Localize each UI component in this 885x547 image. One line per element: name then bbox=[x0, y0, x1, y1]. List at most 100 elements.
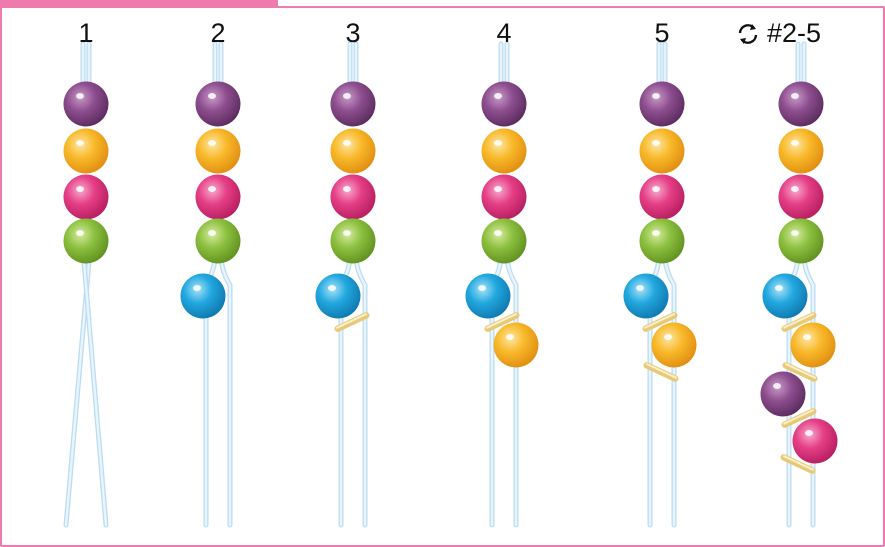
col2-bead-pink bbox=[195, 174, 241, 220]
step-5-label: 5 bbox=[654, 18, 670, 48]
col5-bead-green bbox=[639, 218, 685, 264]
col6-bead-yellow bbox=[778, 128, 824, 174]
repeat-label: #2-5 bbox=[735, 18, 821, 49]
col2-bead-purple-shine bbox=[208, 93, 216, 99]
col4-bead-yellow-body bbox=[481, 128, 527, 174]
col2-bead-yellow-shine bbox=[208, 140, 216, 146]
col6-bead-pink-shine bbox=[805, 430, 813, 436]
col5-bead-pink-body bbox=[639, 174, 685, 220]
col5-bead-yellow bbox=[639, 128, 685, 174]
col1-bead-green-body bbox=[63, 218, 109, 264]
col3-bead-blue-body bbox=[315, 273, 361, 319]
col6-spacer-1-shine bbox=[782, 313, 814, 329]
col3-bead-green bbox=[330, 218, 376, 264]
col3-bead-pink-body bbox=[330, 174, 376, 220]
col5-bead-blue bbox=[623, 273, 669, 319]
col4-spacer-1-shine bbox=[485, 313, 517, 329]
col4-bead-green bbox=[481, 218, 527, 264]
col6-bead-green-shine bbox=[791, 230, 799, 236]
col6-bead-purple-body bbox=[778, 81, 824, 127]
col4-bead-yellow bbox=[493, 322, 539, 368]
col6-bead-purple-shine bbox=[791, 93, 799, 99]
col5-bead-green-shine bbox=[652, 230, 660, 236]
col2-bead-blue bbox=[180, 273, 226, 319]
col4-bead-purple bbox=[481, 81, 527, 127]
col4-bead-yellow bbox=[481, 128, 527, 174]
step-2-label: 2 bbox=[210, 18, 226, 48]
col6-bead-yellow-shine bbox=[803, 334, 811, 340]
col5-bead-yellow-shine bbox=[664, 334, 672, 340]
col3-bead-purple-body bbox=[330, 81, 376, 127]
col6-bead-purple-body bbox=[760, 371, 806, 417]
col6-spacer-3 bbox=[781, 408, 817, 428]
col5-bead-yellow bbox=[651, 322, 697, 368]
col1-bead-green bbox=[63, 218, 109, 264]
col2-bead-blue-shine bbox=[193, 285, 201, 291]
col4-bead-green-body bbox=[481, 218, 527, 264]
col2-bead-yellow-body bbox=[195, 128, 241, 174]
col3-bead-yellow bbox=[330, 128, 376, 174]
col5-bead-yellow-body bbox=[639, 128, 685, 174]
col6-bead-purple bbox=[778, 81, 824, 127]
col5-bead-purple-shine bbox=[652, 93, 660, 99]
col1-bead-pink bbox=[63, 174, 109, 220]
col6-bead-pink-shine bbox=[791, 186, 799, 192]
col5-bead-yellow-shine bbox=[652, 140, 660, 146]
col4-bead-blue bbox=[465, 273, 511, 319]
col6-bead-green bbox=[778, 218, 824, 264]
col3-bead-purple bbox=[330, 81, 376, 127]
col6-spacer-2 bbox=[782, 362, 818, 382]
col1-cord-right-highlight bbox=[81, 248, 108, 527]
col5-bead-pink bbox=[639, 174, 685, 220]
col4-bead-pink bbox=[481, 174, 527, 220]
col4-bead-yellow-shine bbox=[494, 140, 502, 146]
col4-bead-purple-shine bbox=[494, 93, 502, 99]
col6-bead-yellow bbox=[790, 322, 836, 368]
repeat-cycle-icon bbox=[738, 23, 758, 44]
col2-bead-pink-body bbox=[195, 174, 241, 220]
col3-spacer-1-shine bbox=[335, 313, 367, 329]
col3-bead-blue bbox=[315, 273, 361, 319]
col6-bead-yellow-body bbox=[778, 128, 824, 174]
col6-spacer-4-shine bbox=[783, 455, 815, 471]
col5-spacer-2 bbox=[643, 362, 679, 382]
step-3-label: 3 bbox=[345, 18, 361, 48]
col6-spacer-2-shine bbox=[785, 363, 817, 379]
col6-bead-pink-body bbox=[792, 418, 838, 464]
diagram-frame bbox=[0, 6, 885, 547]
col5-bead-yellow-body bbox=[651, 322, 697, 368]
col2-bead-blue-body bbox=[180, 273, 226, 319]
col6-bead-purple-shine bbox=[773, 383, 781, 389]
col5-bead-pink-shine bbox=[652, 186, 660, 192]
col6-spacer-3-shine bbox=[782, 409, 814, 425]
col5-bead-green-body bbox=[639, 218, 685, 264]
col4-bead-green-shine bbox=[494, 230, 502, 236]
col3-bead-pink bbox=[330, 174, 376, 220]
col3-bead-pink-shine bbox=[343, 186, 351, 192]
col6-bead-purple bbox=[760, 371, 806, 417]
col5-spacer-1-shine bbox=[643, 313, 675, 329]
col4-bead-purple-body bbox=[481, 81, 527, 127]
col2-bead-green-body bbox=[195, 218, 241, 264]
col1-bead-green-shine bbox=[76, 230, 84, 236]
col1-bead-yellow bbox=[63, 128, 109, 174]
col4-bead-blue-body bbox=[465, 273, 511, 319]
col2-bead-pink-shine bbox=[208, 186, 216, 192]
col5-bead-purple-body bbox=[639, 81, 685, 127]
col1-bead-pink-shine bbox=[76, 186, 84, 192]
col3-bead-blue-shine bbox=[328, 285, 336, 291]
col2-bead-green-shine bbox=[208, 230, 216, 236]
col6-bead-yellow-shine bbox=[791, 140, 799, 146]
header-tab bbox=[0, 0, 278, 8]
col6-bead-pink bbox=[792, 418, 838, 464]
col4-bead-pink-shine bbox=[494, 186, 502, 192]
step-4-label: 4 bbox=[496, 18, 512, 48]
col1-bead-purple bbox=[63, 81, 109, 127]
col1-bead-purple-body bbox=[63, 81, 109, 127]
col6-bead-green-body bbox=[778, 218, 824, 264]
col5-bead-purple bbox=[639, 81, 685, 127]
col3-bead-green-body bbox=[330, 218, 376, 264]
col1-bead-yellow-body bbox=[63, 128, 109, 174]
